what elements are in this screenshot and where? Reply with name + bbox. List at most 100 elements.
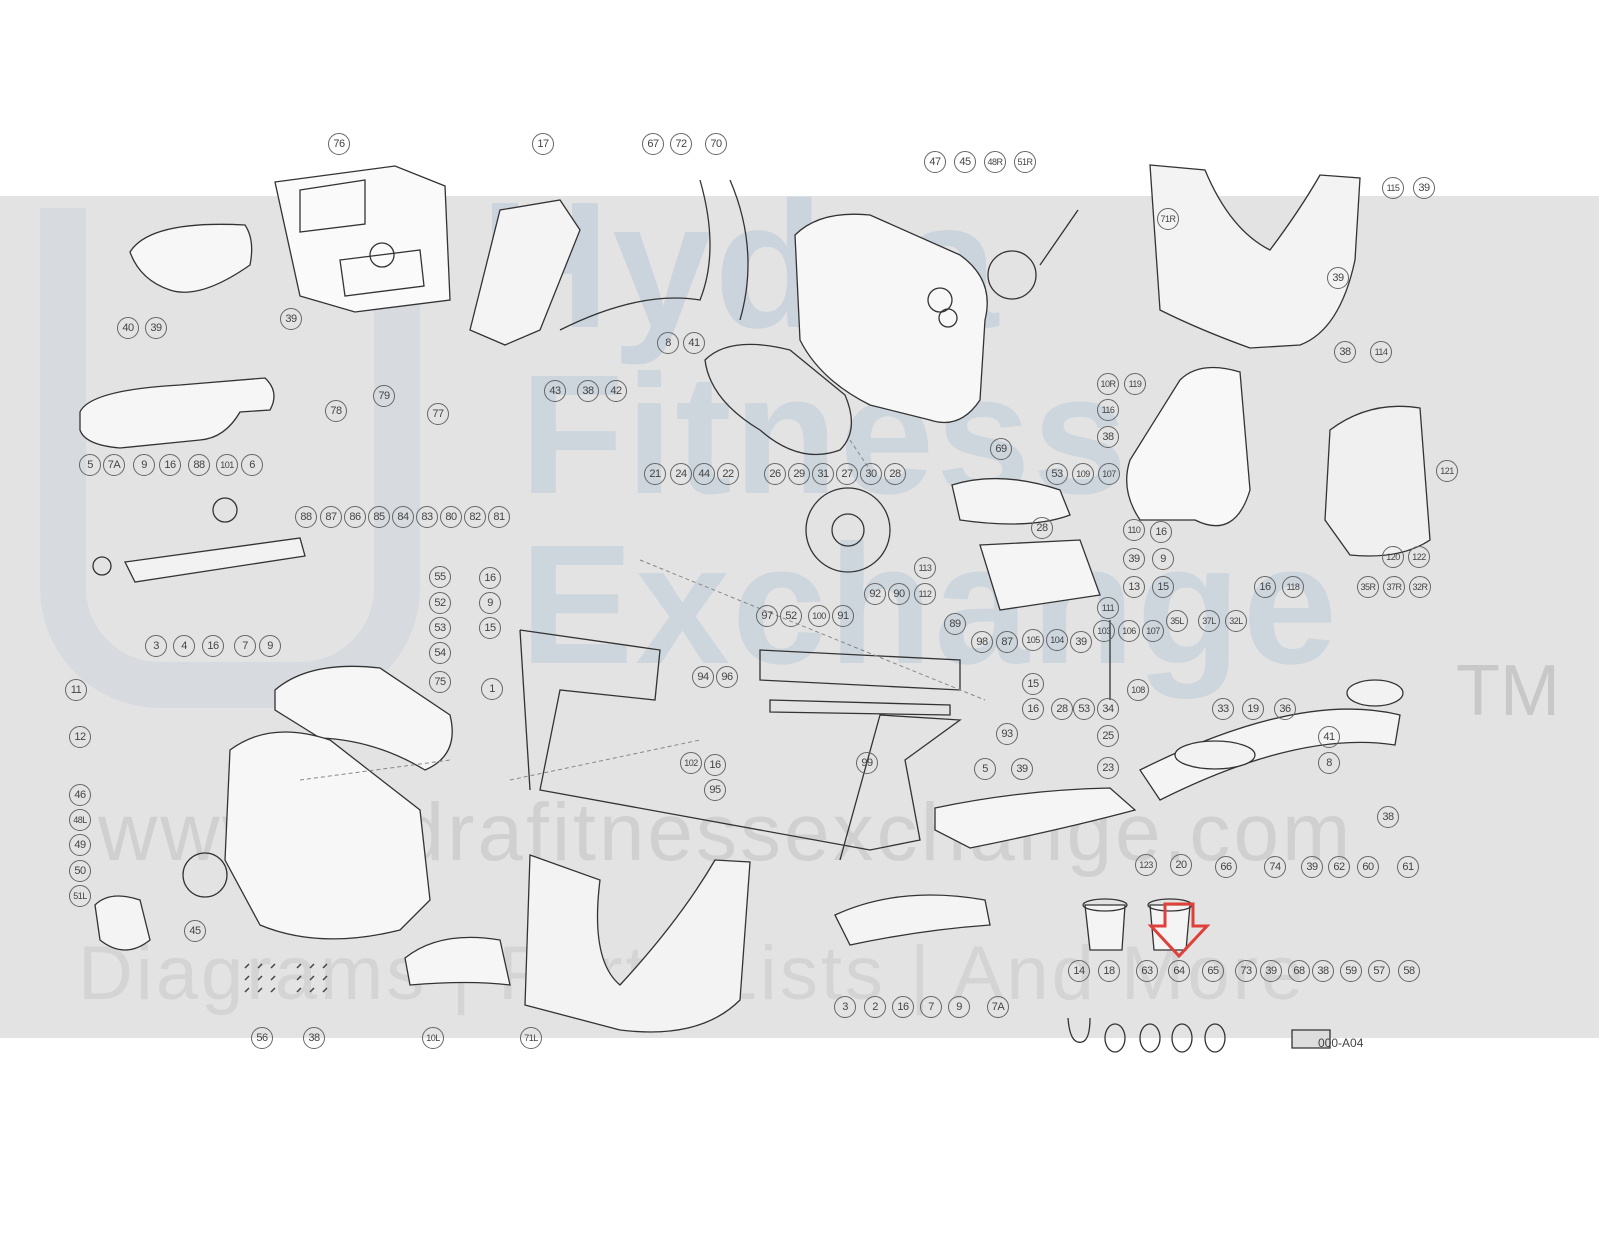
- part-callout-15: 15: [1152, 576, 1174, 598]
- part-callout-116: 116: [1097, 399, 1119, 421]
- part-callout-34: 34: [1097, 698, 1119, 720]
- part-callout-38: 38: [577, 380, 599, 402]
- front-stabilizer: [124, 537, 306, 583]
- part-callout-64: 64: [1168, 960, 1190, 982]
- part-callout-111: 111: [1097, 597, 1119, 619]
- rear-cover: [934, 787, 1137, 849]
- part-callout-59: 59: [1340, 960, 1362, 982]
- part-callout-52: 52: [780, 605, 802, 627]
- handlebar-mount: [469, 199, 581, 346]
- part-callout-42: 42: [605, 380, 627, 402]
- drive-belt: [704, 343, 852, 456]
- part-callout-27: 27: [836, 463, 858, 485]
- part-callout-107: 107: [1142, 620, 1164, 642]
- part-callout-16: 16: [1022, 698, 1044, 720]
- shroud-10l: [404, 936, 511, 986]
- part-callout-47: 47: [924, 151, 946, 173]
- part-callout-7: 7: [234, 635, 256, 657]
- part-callout-78: 78: [325, 400, 347, 422]
- part-callout-39: 39: [1260, 960, 1282, 982]
- rear-base: [834, 894, 991, 946]
- part-callout-39: 39: [280, 308, 302, 330]
- part-callout-28: 28: [1031, 517, 1053, 539]
- cup-holder: [1084, 904, 1126, 951]
- part-callout-57: 57: [1368, 960, 1390, 982]
- part-callout-55: 55: [429, 566, 451, 588]
- part-callout-50: 50: [69, 860, 91, 882]
- part-callout-14: 14: [1068, 960, 1090, 982]
- watermark-trademark: TM: [1456, 651, 1560, 731]
- part-callout-54: 54: [429, 642, 451, 664]
- part-callout-8: 8: [657, 332, 679, 354]
- part-callout-18: 18: [1098, 960, 1120, 982]
- part-callout-35L: 35L: [1166, 610, 1188, 632]
- part-callout-122: 122: [1408, 546, 1430, 568]
- part-callout-38: 38: [1334, 341, 1356, 363]
- pedal-left: [94, 895, 151, 951]
- part-callout-39: 39: [1123, 548, 1145, 570]
- part-callout-41: 41: [1318, 726, 1340, 748]
- upper-cover-left: [274, 665, 453, 771]
- part-callout-70: 70: [705, 133, 727, 155]
- part-callout-71R: 71R: [1157, 208, 1179, 230]
- part-callout-15: 15: [479, 617, 501, 639]
- console-part: [274, 165, 451, 313]
- part-callout-93: 93: [996, 723, 1018, 745]
- part-callout-109: 109: [1072, 463, 1094, 485]
- part-callout-39: 39: [1327, 267, 1349, 289]
- part-callout-33: 33: [1212, 698, 1234, 720]
- part-callout-16: 16: [479, 567, 501, 589]
- part-callout-41: 41: [683, 332, 705, 354]
- part-callout-28: 28: [1051, 698, 1073, 720]
- part-callout-87: 87: [996, 631, 1018, 653]
- part-callout-16: 16: [892, 996, 914, 1018]
- part-callout-89: 89: [944, 613, 966, 635]
- part-callout-28: 28: [884, 463, 906, 485]
- highlight-arrow-icon: [1147, 902, 1211, 959]
- part-callout-7A: 7A: [987, 996, 1009, 1018]
- part-callout-53: 53: [429, 617, 451, 639]
- part-callout-32L: 32L: [1225, 610, 1247, 632]
- part-callout-113: 113: [914, 557, 936, 579]
- part-callout-10L: 10L: [422, 1027, 444, 1049]
- part-callout-83: 83: [416, 506, 438, 528]
- part-callout-5: 5: [974, 758, 996, 780]
- part-callout-81: 81: [488, 506, 510, 528]
- part-callout-114: 114: [1370, 341, 1392, 363]
- part-callout-71L: 71L: [520, 1027, 542, 1049]
- part-callout-9: 9: [1152, 548, 1174, 570]
- part-callout-119: 119: [1124, 373, 1146, 395]
- part-callout-72: 72: [670, 133, 692, 155]
- part-callout-65: 65: [1202, 960, 1224, 982]
- part-callout-17: 17: [532, 133, 554, 155]
- part-callout-110: 110: [1123, 519, 1145, 541]
- part-callout-4: 4: [173, 635, 195, 657]
- part-callout-87: 87: [320, 506, 342, 528]
- document-code: 000-A04: [1318, 1036, 1364, 1050]
- part-callout-32R: 32R: [1409, 576, 1431, 598]
- rear-frame-left: [524, 854, 751, 1033]
- part-callout-1: 1: [481, 678, 503, 700]
- part-callout-30: 30: [860, 463, 882, 485]
- part-callout-9: 9: [479, 592, 501, 614]
- part-callout-58: 58: [1398, 960, 1420, 982]
- part-callout-8: 8: [1318, 752, 1340, 774]
- part-callout-105: 105: [1022, 629, 1044, 651]
- part-callout-97: 97: [756, 605, 778, 627]
- part-callout-53: 53: [1073, 698, 1095, 720]
- part-callout-9: 9: [259, 635, 281, 657]
- part-callout-22: 22: [717, 463, 739, 485]
- part-callout-112: 112: [914, 583, 936, 605]
- part-callout-91: 91: [832, 605, 854, 627]
- part-callout-23: 23: [1097, 757, 1119, 779]
- part-callout-98: 98: [971, 631, 993, 653]
- part-callout-35R: 35R: [1357, 576, 1379, 598]
- part-callout-43: 43: [544, 380, 566, 402]
- part-callout-39: 39: [1301, 856, 1323, 878]
- part-callout-40: 40: [117, 317, 139, 339]
- part-callout-7A: 7A: [103, 454, 125, 476]
- seat-cushion: [951, 477, 1071, 525]
- part-callout-77: 77: [427, 403, 449, 425]
- part-callout-9: 9: [133, 454, 155, 476]
